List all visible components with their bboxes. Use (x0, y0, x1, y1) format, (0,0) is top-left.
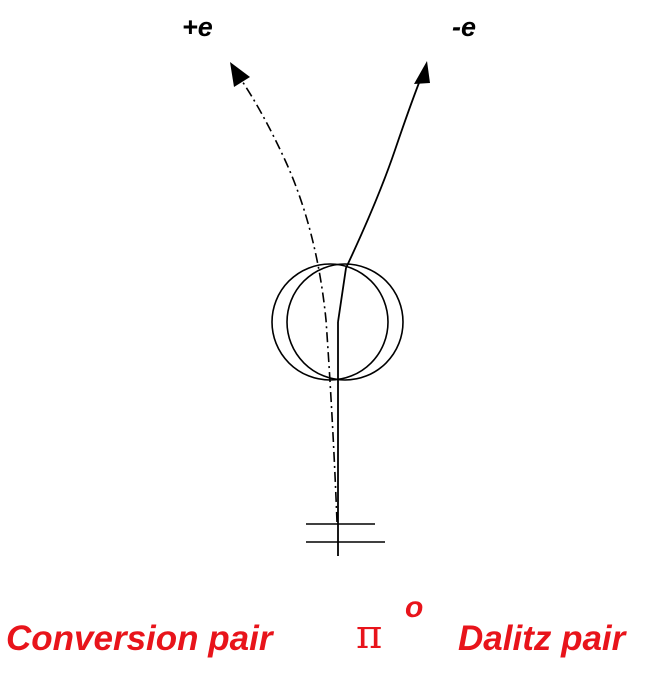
left-circle (271, 263, 389, 381)
positron-track (237, 74, 338, 523)
positron-arrowhead (230, 62, 250, 87)
dalitz-pair-label: Dalitz pair (458, 619, 628, 658)
pi-zero-superscript: o (405, 591, 423, 624)
conversion-pair-label: Conversion pair (6, 619, 275, 658)
right-circle (286, 263, 404, 381)
pi-zero-symbol: π (356, 612, 382, 658)
electron-arrowhead (414, 61, 430, 84)
electron-track (337, 69, 425, 323)
positron-label: +e (182, 12, 213, 42)
electron-label: -e (452, 12, 476, 42)
